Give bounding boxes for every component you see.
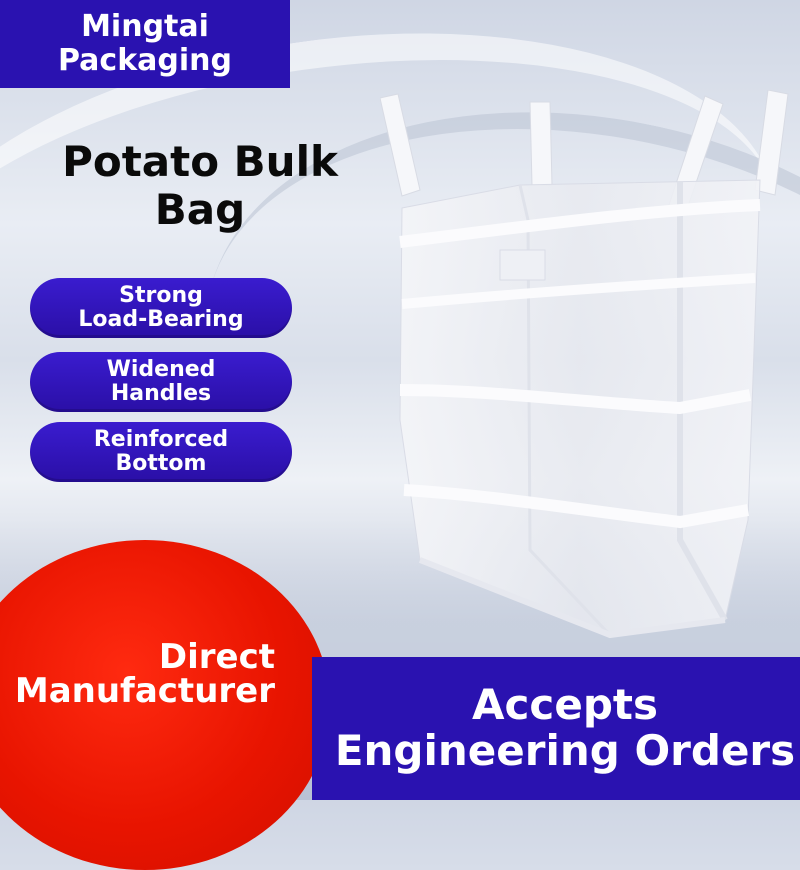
- product-title: Potato Bulk Bag: [40, 138, 360, 234]
- feature-line-1: Strong: [119, 283, 203, 308]
- feature-line-2: Handles: [110, 381, 212, 406]
- badge-line-1: Direct: [158, 637, 275, 677]
- bulk-bag-image: [380, 90, 789, 639]
- banner-line-1: Accepts: [472, 680, 658, 729]
- feature-line-1: Widened: [106, 357, 216, 382]
- orders-banner-bg: [312, 657, 800, 800]
- feature-pill-load-bearing: Strong Load-Bearing: [30, 278, 292, 338]
- orders-banner: Accepts Engineering Orders: [330, 682, 800, 774]
- title-line-2: Bag: [154, 185, 246, 234]
- feature-line-2: Bottom: [115, 451, 207, 476]
- feature-line-2: Load-Bearing: [78, 307, 244, 332]
- feature-pill-handles: Widened Handles: [30, 352, 292, 412]
- title-line-1: Potato Bulk: [62, 137, 338, 186]
- brand-banner: Mingtai Packaging: [0, 0, 290, 88]
- feature-pill-bottom: Reinforced Bottom: [30, 422, 292, 482]
- badge-line-2: Manufacturer: [14, 671, 275, 711]
- manufacturer-badge: Direct Manufacturer: [0, 640, 275, 708]
- feature-line-1: Reinforced: [93, 427, 229, 452]
- brand-line-1: Mingtai: [81, 9, 209, 44]
- banner-line-2: Engineering Orders: [334, 726, 796, 775]
- brand-line-2: Packaging: [58, 43, 232, 78]
